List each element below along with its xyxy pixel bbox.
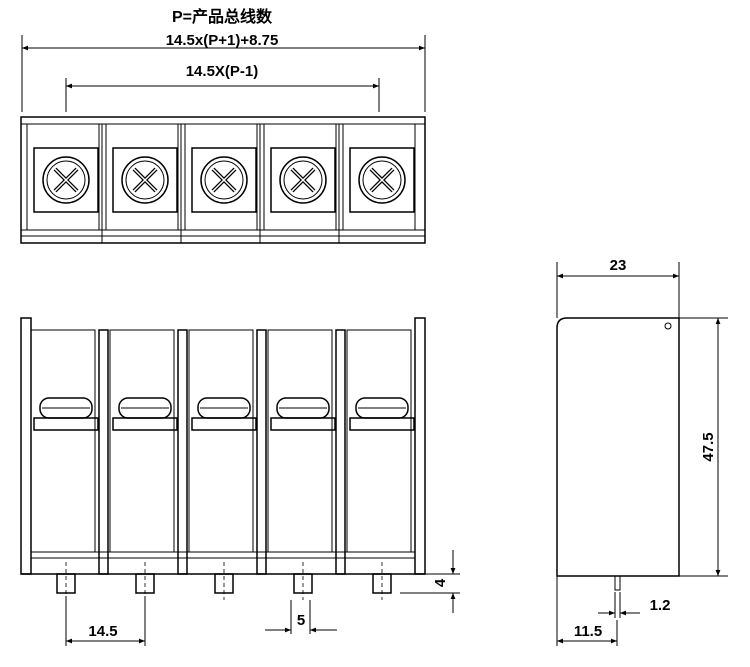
pin [293,562,313,600]
overall-length-dimension [21,35,426,112]
front-view [20,317,426,600]
pin-thickness-dimension [598,592,640,618]
pin-length-label: 4 [432,578,449,587]
front-terminal-cell [188,329,257,553]
pin [372,562,392,600]
pin [214,562,234,600]
screw-cap-icon [270,397,336,431]
side-height-dimension [679,317,728,577]
top-view [20,116,426,244]
front-terminal-cell [346,329,415,553]
top-terminal-cell [105,123,179,231]
pitch-dimension [65,596,146,646]
screw-head-icon [358,156,406,204]
front-terminal-cell [109,329,178,553]
screw-head-icon [200,156,248,204]
side-width-dimension [556,262,680,318]
pitch-span-label: 14.5X(P-1) [186,63,259,80]
screw-head-icon [121,156,169,204]
screw-head-icon [42,156,90,204]
top-terminal-cell [184,123,258,231]
pin-width-dimension [265,600,337,634]
front-terminal-cell [30,329,99,553]
side-view [556,317,680,591]
top-terminal-cell [342,123,416,231]
pin-width-label: 5 [297,612,305,629]
pin-offset-label: 11.5 [574,623,602,640]
header-title: P=产品总线数 [172,7,273,26]
pitch-span-dimension [65,78,380,112]
overall-length-label: 14.5x(P+1)+8.75 [166,32,279,49]
top-terminal-cell [263,123,337,231]
top-terminal-cell [26,123,100,231]
pin-thickness-label: 1.2 [650,597,671,614]
side-height-label: 47.5 [700,432,717,461]
pitch-label: 14.5 [88,623,117,640]
screw-cap-icon [112,397,178,431]
pin [56,562,76,600]
screw-cap-icon [191,397,257,431]
side-width-label: 23 [610,257,627,274]
pin-length-dimension [400,550,460,613]
screw-head-icon [279,156,327,204]
pin-offset-dimension [556,576,618,646]
screw-cap-icon [349,397,415,431]
front-terminal-cell [267,329,336,553]
screw-cap-icon [33,397,99,431]
pin [135,562,155,600]
